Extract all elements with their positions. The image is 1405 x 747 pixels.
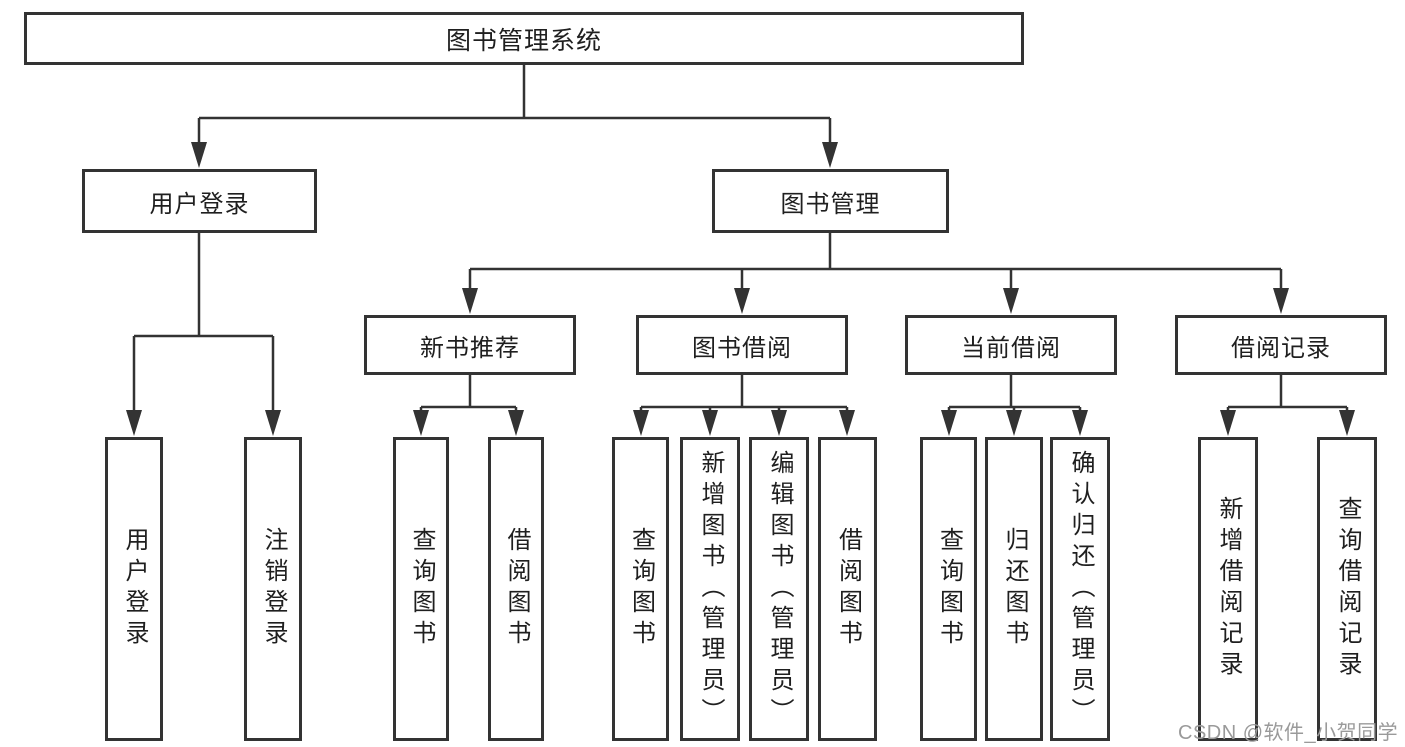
leaf-query-books-recommend: 查询图书	[393, 437, 449, 741]
arrow-icon	[265, 410, 281, 436]
arrow-icon	[191, 142, 207, 168]
leaf-return-books: 归还图书	[985, 437, 1043, 741]
node-label: 新增借阅记录	[1215, 496, 1242, 682]
node-book-borrow: 图书借阅	[636, 315, 848, 375]
arrow-icon	[839, 410, 855, 436]
node-label: 查询图书	[408, 527, 435, 651]
connector-borrow-record	[1226, 375, 1349, 411]
node-label: 图书管理	[780, 190, 881, 218]
arrow-icon	[508, 410, 524, 436]
leaf-add-borrow-record: 新增借阅记录	[1198, 437, 1258, 741]
connector-root	[197, 65, 832, 144]
node-label: 查询借阅记录	[1334, 496, 1361, 682]
node-label: 借阅记录	[1231, 334, 1331, 362]
arrow-icon	[734, 288, 750, 314]
arrow-icon	[633, 410, 649, 436]
leaf-query-books-borrow: 查询图书	[612, 437, 669, 741]
leaf-borrow-books-recommend: 借阅图书	[488, 437, 544, 741]
arrow-icon	[462, 288, 478, 314]
node-label: 借阅图书	[503, 527, 530, 651]
node-label: 用户登录	[149, 190, 250, 218]
node-current-borrow: 当前借阅	[905, 315, 1117, 375]
arrow-icon	[702, 410, 718, 436]
node-label: 图书借阅	[692, 334, 792, 362]
leaf-edit-books-admin: 编辑图书（管理员）	[749, 437, 809, 741]
arrow-icon	[1273, 288, 1289, 314]
node-label: 新书推荐	[420, 334, 520, 362]
node-label: 编辑图书（管理员）	[766, 449, 793, 729]
arrow-icon	[1003, 288, 1019, 314]
leaf-confirm-return-admin: 确认归还（管理员）	[1050, 437, 1110, 741]
leaf-logout: 注销登录	[244, 437, 302, 741]
node-book-management: 图书管理	[712, 169, 949, 233]
node-label: 注销登录	[260, 527, 287, 651]
leaf-query-borrow-record: 查询借阅记录	[1317, 437, 1377, 741]
connector-current-borrow	[947, 375, 1082, 411]
arrow-icon	[1339, 410, 1355, 436]
node-label: 当前借阅	[961, 334, 1061, 362]
arrow-icon	[771, 410, 787, 436]
node-root-library-system: 图书管理系统	[24, 12, 1024, 65]
connector-book-management	[468, 233, 1283, 289]
node-label: 确认归还（管理员）	[1067, 449, 1094, 729]
node-label: 归还图书	[1001, 527, 1028, 651]
node-user-login: 用户登录	[82, 169, 317, 233]
arrow-icon	[822, 142, 838, 168]
leaf-user-login: 用户登录	[105, 437, 163, 741]
arrow-icon	[126, 410, 142, 436]
node-new-book-recommend: 新书推荐	[364, 315, 576, 375]
arrow-icon	[1220, 410, 1236, 436]
node-label: 借阅图书	[834, 527, 862, 651]
arrow-icon	[1006, 410, 1022, 436]
node-borrow-record: 借阅记录	[1175, 315, 1387, 375]
connector-book-borrow	[639, 375, 849, 411]
arrow-icon	[941, 410, 957, 436]
watermark: CSDN @软件_小贺同学	[1178, 722, 1399, 744]
leaf-borrow-books: 借阅图书	[818, 437, 877, 741]
leaf-add-books-admin: 新增图书（管理员）	[680, 437, 740, 741]
arrow-icon	[1072, 410, 1088, 436]
connector-user-login	[132, 233, 275, 411]
connector-new-book	[419, 375, 518, 411]
arrowheads	[126, 142, 1355, 436]
node-label: 图书管理系统	[445, 26, 602, 55]
leaf-query-books-current: 查询图书	[920, 437, 977, 741]
node-label: 查询图书	[935, 527, 963, 651]
arrow-icon	[413, 410, 429, 436]
node-label: 新增图书（管理员）	[697, 449, 724, 729]
node-label: 查询图书	[627, 527, 655, 651]
node-label: 用户登录	[121, 527, 148, 651]
